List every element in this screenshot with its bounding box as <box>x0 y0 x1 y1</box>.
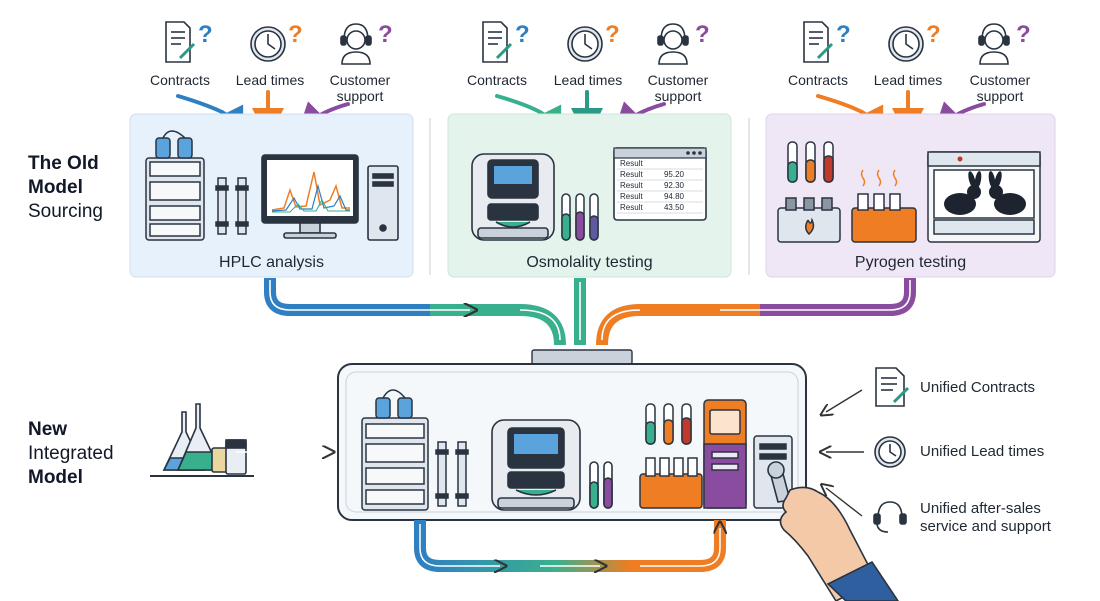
clock-icon <box>567 26 603 62</box>
new-model-title-line1: New <box>28 419 68 440</box>
hplc-monitor <box>261 154 399 241</box>
result-row-value: 92.30 <box>664 181 685 190</box>
question-mark-icon: ? <box>926 21 941 48</box>
merge-arrow-inner <box>269 280 911 341</box>
source-label-lead-times: Lead times <box>553 72 623 88</box>
panel-caption-hplc: HPLC analysis <box>219 254 324 271</box>
contract-icon <box>803 21 834 63</box>
rabbit-silhouettes <box>944 171 1026 215</box>
headset-icon <box>657 23 689 65</box>
headset-icon <box>340 23 372 65</box>
headset-icon <box>978 23 1010 65</box>
integrated-pyrogen <box>639 399 793 509</box>
integrated-osmometer <box>491 419 613 511</box>
question-mark-icon: ? <box>378 21 393 48</box>
source-label-lead-times: Lead times <box>235 72 305 88</box>
source-label-customer-support: Customer support <box>962 72 1038 104</box>
result-row-value: 94.80 <box>664 192 685 201</box>
question-mark-icon: ? <box>836 21 851 48</box>
source-label-contracts: Contracts <box>788 72 848 88</box>
support-line2: support <box>654 88 702 104</box>
question-mark-icon: ? <box>1016 21 1031 48</box>
old-model-title-line2: Model <box>28 177 83 198</box>
old-model-title: The Old Model Sourcing <box>28 152 103 224</box>
pyrogen-equipment <box>777 141 1041 243</box>
unified-clock-icon <box>874 436 906 468</box>
merge-connector <box>531 349 633 365</box>
old-model-title-line1: The Old <box>28 153 99 174</box>
unified-support-label: Unified after-sales service and support <box>920 500 1051 536</box>
contract-icon <box>165 21 196 63</box>
result-row-label: Result <box>620 192 643 201</box>
old-model-title-line3: Sourcing <box>28 201 103 222</box>
osmometer <box>471 153 555 241</box>
hplc-instrument <box>145 130 249 241</box>
result-row-label: Result <box>620 181 643 190</box>
panel-caption-pyrogen: Pyrogen testing <box>854 254 967 271</box>
support-line2: support <box>976 88 1024 104</box>
unified-contracts-icon <box>875 367 910 407</box>
test-tubes-osmo <box>561 193 599 241</box>
result-row-label: Result <box>620 170 643 179</box>
unified-lead-times-label: Unified Lead times <box>920 443 1045 460</box>
lab-glassware <box>150 403 254 477</box>
integrated-hplc <box>361 389 469 511</box>
result-row-value: 43.50 <box>664 203 685 212</box>
source-label-customer-support: Customer support <box>640 72 716 104</box>
source-label-lead-times: Lead times <box>873 72 943 88</box>
hand-key-icon <box>767 461 899 601</box>
unified-support-line1: Unified after-sales <box>920 500 1041 517</box>
question-mark-icon: ? <box>695 21 710 48</box>
contract-icon <box>482 21 513 63</box>
result-row-label: Result <box>620 203 643 212</box>
question-mark-icon: ? <box>288 21 303 48</box>
unified-support-line2: service and support <box>920 518 1051 535</box>
result-row-label: Result <box>620 159 643 168</box>
unified-headset-icon <box>873 501 907 533</box>
result-row-value: 95.20 <box>664 170 685 179</box>
support-line1: Customer <box>329 72 391 88</box>
bottom-loop-arrow <box>414 520 726 572</box>
new-model-title-line3: Model <box>28 467 83 488</box>
question-mark-icon: ? <box>605 21 620 48</box>
source-label-contracts: Contracts <box>467 72 527 88</box>
new-model-title: New Integrated Model <box>28 418 114 490</box>
support-line1: Customer <box>647 72 709 88</box>
source-label-customer-support: Customer support <box>322 72 398 104</box>
merge-arrows <box>264 278 916 346</box>
clock-icon <box>888 26 924 62</box>
panel-caption-osmolality: Osmolality testing <box>526 254 653 271</box>
source-label-contracts: Contracts <box>150 72 210 88</box>
question-mark-icon: ? <box>515 21 530 48</box>
unified-arrows <box>826 389 864 517</box>
new-model-title-line2: Integrated <box>28 443 114 464</box>
support-line1: Customer <box>969 72 1031 88</box>
source-icons: ????????? <box>165 21 1031 65</box>
question-mark-icon: ? <box>198 21 213 48</box>
unified-contracts-label: Unified Contracts <box>920 379 1036 396</box>
clock-icon <box>250 26 286 62</box>
support-line2: support <box>336 88 384 104</box>
